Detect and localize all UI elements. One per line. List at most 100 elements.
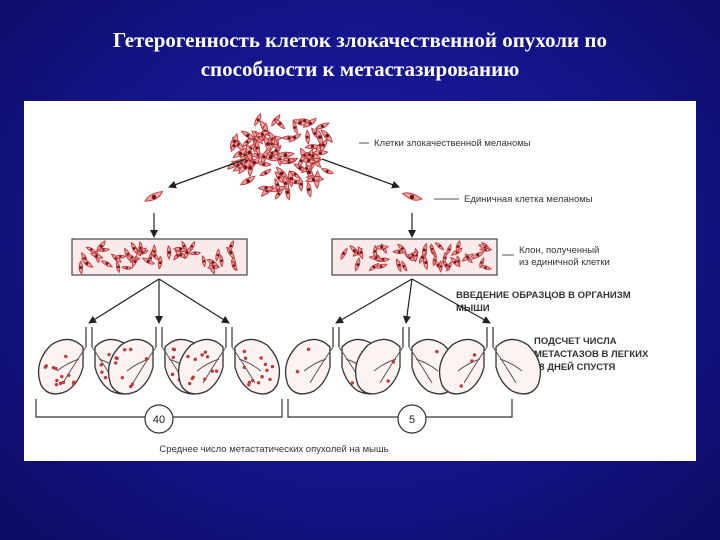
label-clone-line-2: из единичной клетки <box>519 257 610 268</box>
melanoma-cell <box>126 254 138 261</box>
melanoma-cell <box>316 128 323 147</box>
melanoma-cell <box>288 170 301 179</box>
melanoma-cell <box>340 247 348 261</box>
melanoma-cell <box>264 135 271 153</box>
melanoma-cell <box>150 250 160 261</box>
melanoma-cell <box>141 257 156 265</box>
melanoma-cell <box>120 265 133 270</box>
melanoma-cell <box>395 258 402 273</box>
count-circle-left <box>144 404 174 434</box>
melanoma-cell <box>255 130 270 138</box>
melanoma-cell <box>130 241 139 255</box>
melanoma-cell <box>406 251 419 258</box>
single-cell-left <box>144 190 164 202</box>
label-melanoma-cells: Клетки злокачественной меланомы <box>374 138 531 149</box>
melanoma-cell <box>479 264 492 270</box>
melanoma-cell <box>274 177 280 192</box>
melanoma-cell <box>312 150 329 156</box>
melanoma-cell <box>438 260 443 273</box>
culture-cells-right <box>340 239 493 273</box>
melanoma-cell <box>226 246 235 260</box>
melanoma-cell <box>401 260 408 272</box>
melanoma-cell <box>442 251 447 264</box>
label-clone-line-1: Клон, полученный <box>519 245 599 256</box>
melanoma-cell <box>446 260 452 272</box>
melanoma-cell <box>471 251 485 260</box>
melanoma-cell <box>230 140 239 153</box>
label-count-line-1: ПОДСЧЕТ ЧИСЛА <box>534 336 617 347</box>
melanoma-cell <box>292 120 298 135</box>
melanoma-cell <box>275 188 283 200</box>
melanoma-cell <box>228 240 234 253</box>
melanoma-cell <box>115 260 121 274</box>
melanoma-cell <box>446 243 452 256</box>
melanoma-cell <box>320 129 334 143</box>
melanoma-cell <box>85 246 97 253</box>
melanoma-cell <box>357 245 364 260</box>
mouse-lung <box>438 327 542 395</box>
melanoma-cell <box>157 255 163 270</box>
melanoma-cell <box>189 251 202 256</box>
melanoma-cell <box>421 242 428 258</box>
melanoma-cell <box>479 247 492 252</box>
melanoma-cell <box>80 258 94 268</box>
count-value-right: 5 <box>409 414 415 426</box>
melanoma-cell <box>242 137 253 148</box>
melanoma-cell <box>219 254 224 268</box>
melanoma-cell <box>306 181 312 198</box>
melanoma-cell <box>206 265 221 270</box>
melanoma-cell <box>305 176 322 183</box>
melanoma-cell <box>144 190 164 202</box>
melanoma-cell <box>201 255 206 268</box>
melanoma-cell <box>298 176 304 192</box>
melanoma-cell <box>238 159 251 175</box>
culture-cells-left <box>78 240 238 275</box>
melanoma-cell <box>131 254 138 268</box>
melanoma-cell <box>288 133 302 143</box>
melanoma-tumor-mass <box>227 112 335 201</box>
melanoma-cell <box>172 246 189 253</box>
melanoma-cell <box>302 117 317 128</box>
melanoma-cell <box>354 257 361 272</box>
melanoma-cell <box>301 164 313 174</box>
melanoma-cell <box>255 140 261 156</box>
mouse-lung <box>177 327 281 395</box>
melanoma-cell <box>97 247 111 252</box>
melanoma-cell <box>261 149 268 166</box>
melanoma-cell <box>239 175 256 186</box>
melanoma-cell <box>269 137 276 152</box>
diagram-panel: Клетки злокачественной меланомы Единична… <box>24 101 696 461</box>
label-single-cell: Единичная клетка меланомы <box>464 194 593 205</box>
melanoma-cell <box>320 168 335 175</box>
melanoma-cell <box>166 245 172 260</box>
melanoma-cell <box>257 185 275 191</box>
label-injection-line-2: МЫШИ <box>456 303 490 314</box>
mouse-lungs-row <box>37 327 542 395</box>
melanoma-cell <box>461 253 475 262</box>
melanoma-cell <box>259 168 272 177</box>
label-count-line-2: МЕТАСТАЗОВ В ЛЕГКИХ <box>534 349 649 360</box>
caption-average-metastases: Среднее число метастатических опухолей н… <box>159 444 388 455</box>
label-injection-line-1: ВВЕДЕНИЕ ОБРАЗЦОВ В ОРГАНИЗМ <box>456 290 631 301</box>
melanoma-cell <box>114 254 127 259</box>
melanoma-cell <box>305 129 310 145</box>
melanoma-cell <box>314 122 330 130</box>
melanoma-cell <box>230 260 238 271</box>
melanoma-cell <box>240 130 256 140</box>
melanoma-cell <box>455 239 461 254</box>
label-count-line-3: 18 ДНЕЙ СПУСТЯ <box>534 361 616 373</box>
melanoma-cell <box>89 252 104 259</box>
melanoma-cell <box>374 263 388 269</box>
title-line-2: способности к метастазированию <box>200 57 520 81</box>
melanoma-cell <box>283 174 290 192</box>
melanoma-cell <box>430 243 435 255</box>
single-cell-right <box>401 192 423 201</box>
melanoma-cell <box>215 248 221 262</box>
count-value-left: 40 <box>153 414 165 426</box>
metastasis-diagram: Клетки злокачественной меланомы Единична… <box>35 112 649 455</box>
melanoma-cell <box>434 242 445 251</box>
melanoma-cell <box>479 257 485 269</box>
slide-title: Гетерогенность клеток злокачественной оп… <box>20 26 700 84</box>
melanoma-cell <box>273 119 286 130</box>
title-line-1: Гетерогенность клеток злокачественной оп… <box>113 28 607 52</box>
